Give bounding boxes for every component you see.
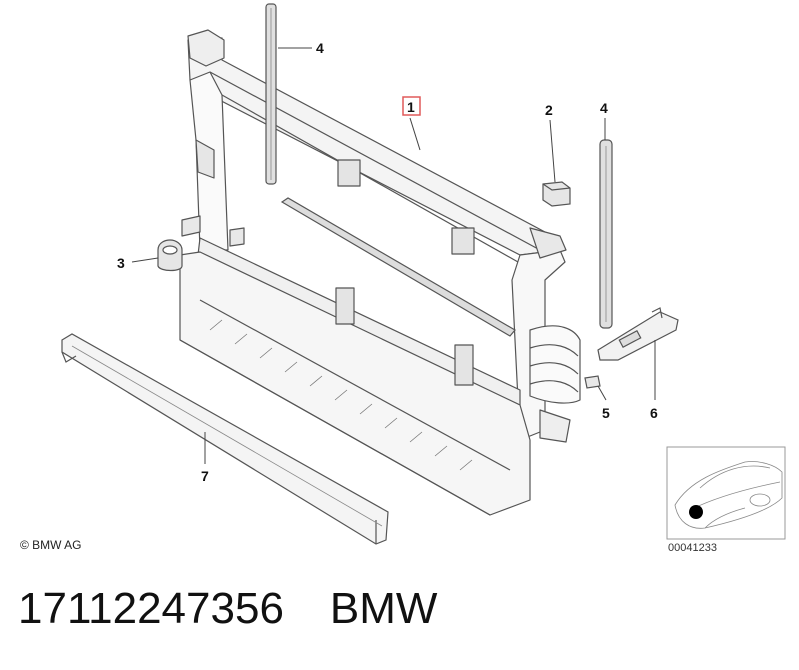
car-thumbnail [674,461,783,529]
bracket-part [597,307,679,361]
callout-4-right[interactable]: 4 [600,100,608,116]
rubber-mount-part [157,239,183,272]
brand-name: BMW [329,584,438,633]
radiator-support-frame [179,29,581,516]
image-code: 00041233 [668,542,717,554]
callout-2[interactable]: 2 [545,102,553,118]
callout-1[interactable]: 1 [407,99,415,115]
location-dot [689,505,703,519]
callout-7[interactable]: 7 [201,468,209,484]
rubber-block-part [542,181,571,207]
callout-labels: 1 2 3 4 4 5 6 7 [117,40,658,484]
locator-inset [666,446,786,540]
copyright-notice: © BMW AG [20,538,82,552]
vertical-seal-left [265,3,277,185]
parts-diagram: 1 2 3 4 4 5 6 7 [61,3,786,545]
callout-5[interactable]: 5 [602,405,610,421]
callout-3[interactable]: 3 [117,255,125,271]
inner-seal-strip [280,197,516,337]
callout-4-top[interactable]: 4 [316,40,324,56]
vertical-seal-right [599,139,613,329]
leader-lines [131,47,656,464]
callout-1-highlight-box [402,96,421,116]
clip-part [584,375,601,389]
part-caption: 17112247356 BMW [18,584,437,634]
lower-trim-strip [61,333,389,545]
callout-6[interactable]: 6 [650,405,658,421]
part-number: 17112247356 [18,584,284,633]
